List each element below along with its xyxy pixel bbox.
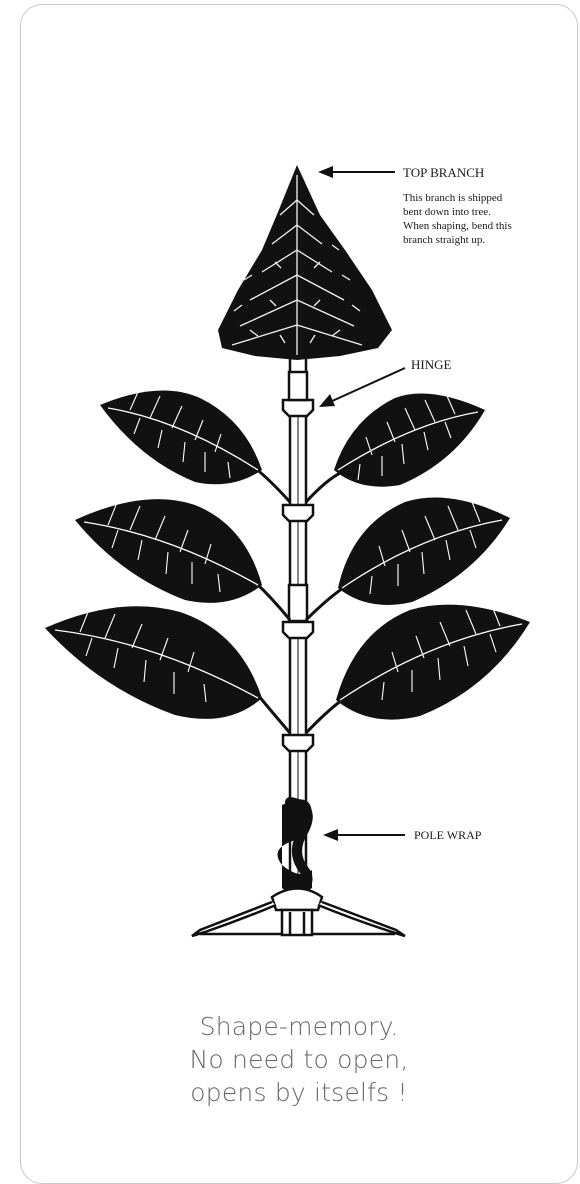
hinge-label: HINGE: [411, 357, 451, 372]
branch-lower-right: [336, 605, 530, 720]
branch-lower-left: [45, 606, 262, 719]
top-branch-label: TOP BRANCH: [403, 165, 484, 180]
top-branch-note-1: This branch is shipped: [403, 192, 503, 204]
caption-line-3: opens by itselfs !: [20, 1076, 578, 1109]
caption: Shape-memory. No need to open, opens by …: [20, 1010, 578, 1109]
top-branch-note-2: bent down into tree.: [403, 206, 491, 218]
branch-middle-left: [75, 499, 262, 603]
tree-diagram: TOP BRANCH This branch is shipped bent d…: [0, 0, 580, 1000]
branch-upper-right: [334, 394, 485, 487]
branch-middle-right: [338, 498, 510, 605]
tree-stand: [192, 889, 405, 937]
top-branch-note-4: branch straight up.: [403, 234, 485, 246]
branch-upper-left: [100, 390, 262, 484]
top-branch-note-3: When shaping, bend this: [403, 220, 512, 232]
caption-line-2: No need to open,: [20, 1043, 578, 1076]
caption-line-1: Shape-memory.: [20, 1010, 578, 1043]
top-branch: [218, 165, 392, 360]
pole-wrap-label: POLE WRAP: [414, 828, 482, 842]
